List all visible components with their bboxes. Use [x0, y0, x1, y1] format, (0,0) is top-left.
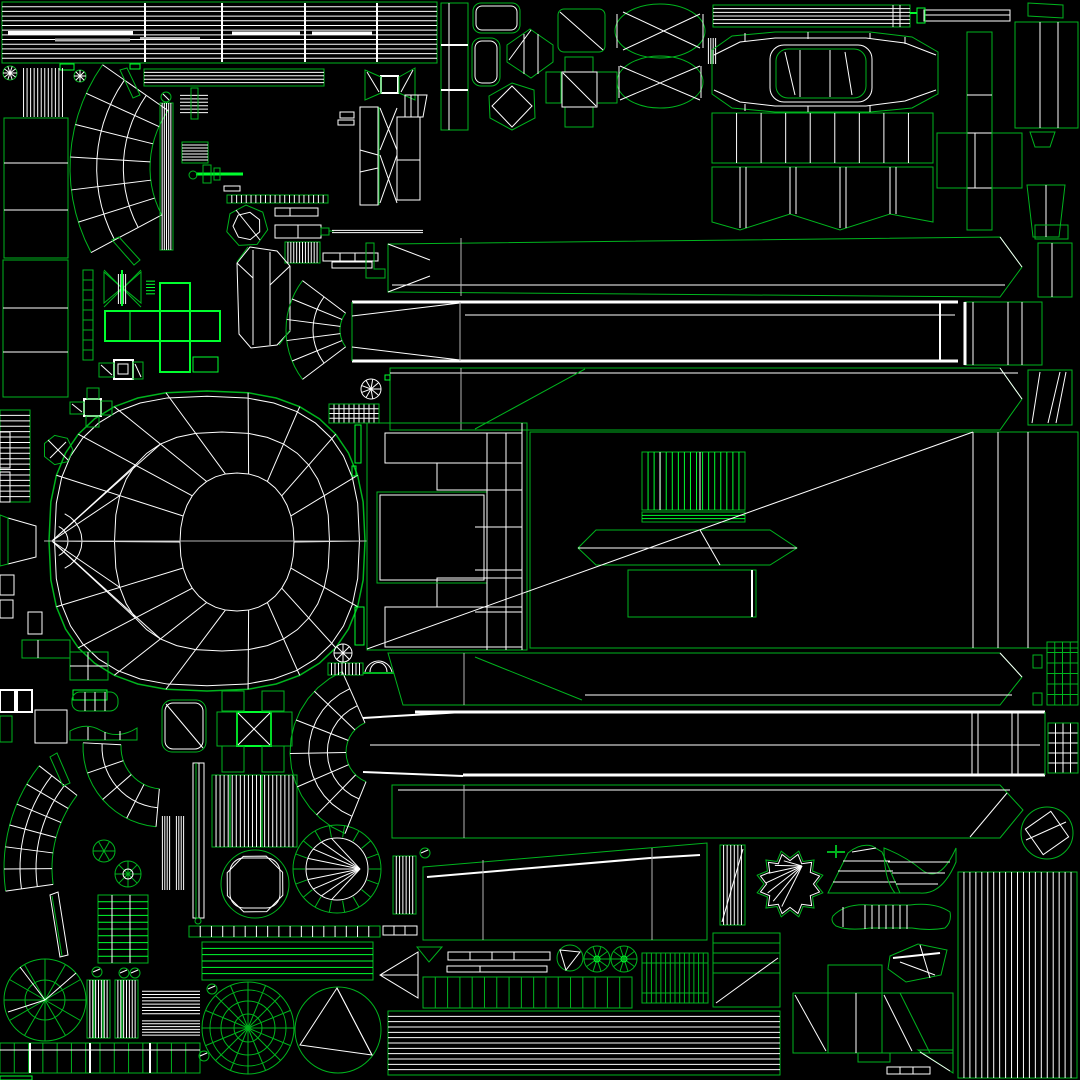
uv-unwrap-sheet [0, 0, 1080, 1080]
uv-wireframe-canvas [0, 0, 1080, 1080]
